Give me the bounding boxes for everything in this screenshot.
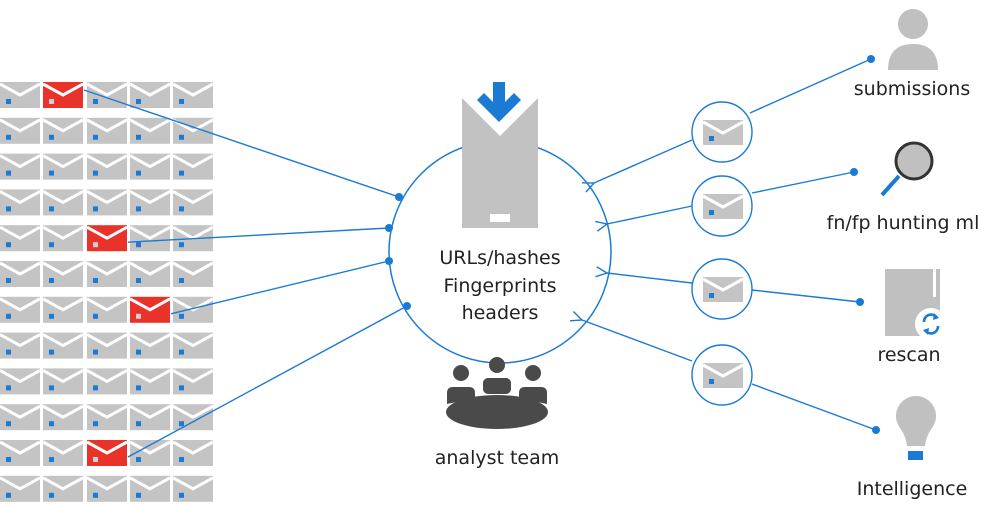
sources: submissions fn/fp hunting ml rescan Inte… (582, 9, 979, 500)
intake-mail-intelligence (691, 344, 753, 406)
analyst-team-icon (446, 357, 548, 429)
link-submissions (749, 58, 872, 114)
mail-icon (0, 117, 41, 144)
mail-icon (86, 153, 128, 180)
mail-icon (172, 332, 214, 359)
mail-icon (172, 296, 214, 323)
mail-icon (172, 368, 214, 395)
mail-icon (172, 82, 214, 108)
source-label-submissions: submissions (854, 78, 970, 100)
mail-icon (86, 296, 128, 323)
mail-icon (0, 153, 41, 180)
mail-icon (172, 261, 214, 287)
arrow-rescan (607, 273, 693, 284)
mail-icon (172, 404, 214, 431)
connector-dot (395, 193, 403, 201)
mail-icon (129, 332, 171, 359)
mail-icon (129, 153, 171, 180)
link-hunting (751, 171, 855, 194)
mail-icon (129, 82, 171, 108)
mail-icon (129, 368, 171, 395)
mail-icon (129, 117, 171, 144)
magnifier-icon (880, 141, 934, 197)
mail-icon (86, 332, 128, 359)
mail-download-icon (462, 82, 538, 228)
mail-icon (42, 153, 84, 180)
mail-icon (129, 189, 171, 216)
center-label-line-3: headers (462, 302, 539, 324)
mail-icon (86, 117, 128, 144)
flagged-mail-icon (129, 296, 171, 323)
rescan-document-icon (885, 269, 947, 340)
intake-mail-rescan (691, 258, 753, 320)
arrow-submissions (594, 139, 693, 183)
mail-icon (702, 277, 744, 302)
mail-icon (42, 332, 84, 359)
mail-icon (0, 225, 41, 252)
mail-icon (702, 120, 744, 145)
person-icon (888, 9, 938, 70)
mail-icon (172, 475, 214, 502)
mail-icon (702, 194, 744, 219)
mail-icon (42, 261, 84, 287)
mail-icon (129, 225, 171, 252)
mail-icon (86, 368, 128, 395)
mail-icon (42, 189, 84, 216)
mail-icon (0, 261, 41, 287)
flagged-mail-icon (86, 225, 128, 252)
mail-icon (86, 261, 128, 287)
mail-icon (0, 332, 41, 359)
mail-icon (42, 368, 84, 395)
link-rescan (751, 289, 861, 303)
source-label-rescan: rescan (877, 344, 940, 366)
link-intelligence (751, 383, 877, 431)
mail-icon (0, 368, 41, 395)
mail-icon (0, 189, 41, 216)
mail-icon (86, 189, 128, 216)
mail-icon (42, 117, 84, 144)
mail-icon (42, 404, 84, 431)
mail-icon (172, 189, 214, 216)
lightbulb-icon (896, 396, 936, 460)
mail-icon (0, 404, 41, 431)
mail-icon (86, 82, 128, 108)
arrow-intelligence (582, 320, 693, 362)
mail-icon (86, 475, 128, 502)
arrow-hunting (607, 205, 693, 224)
flagged-mail-connector (170, 260, 390, 315)
mail-icon (0, 475, 41, 502)
link-dot-rescan (856, 298, 864, 306)
mail-icon (42, 440, 84, 466)
mail-grid (0, 82, 214, 502)
flagged-mail-icon (42, 82, 84, 108)
flagged-mail-connector (127, 227, 390, 243)
flagged-mail-connectors (83, 89, 411, 458)
flagged-mail-connector (127, 305, 408, 458)
analyst-team-label: analyst team (435, 447, 560, 469)
intake-mail-hunting (691, 175, 753, 237)
center-label-line-2: Fingerprints (444, 275, 557, 297)
flagged-mail-connector (83, 89, 400, 198)
mail-icon (172, 440, 214, 466)
flagged-mail-icon (86, 440, 128, 466)
mail-icon (702, 363, 744, 388)
mail-icon (42, 475, 84, 502)
mail-icon (86, 404, 128, 431)
source-label-intelligence: Intelligence (857, 478, 968, 500)
intake-mail-submissions (691, 101, 753, 163)
link-dot-intelligence (872, 426, 880, 434)
mail-icon (129, 404, 171, 431)
mail-icon (0, 82, 41, 108)
mail-icon (129, 261, 171, 287)
mail-icon (42, 296, 84, 323)
mail-icon (172, 153, 214, 180)
mail-icon (0, 440, 41, 466)
link-dot-submissions (867, 55, 875, 63)
mail-icon (129, 475, 171, 502)
center-label-line-1: URLs/hashes (439, 247, 560, 269)
mail-icon (42, 225, 84, 252)
mail-icon (0, 296, 41, 323)
link-dot-hunting (850, 168, 858, 176)
source-label-hunting: fn/fp hunting ml (827, 212, 980, 234)
